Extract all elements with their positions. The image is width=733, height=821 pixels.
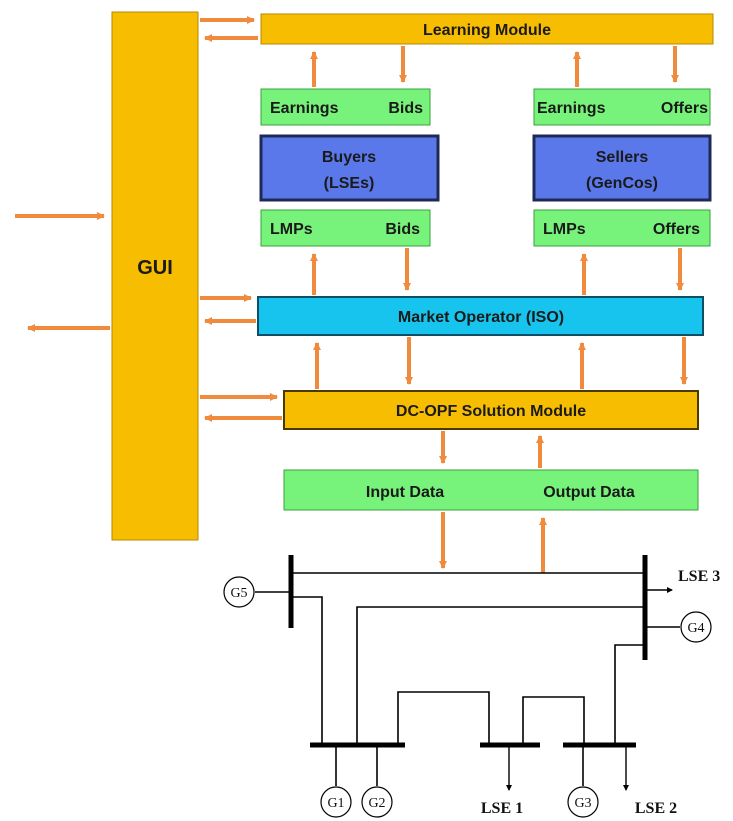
dcopf-box	[283, 390, 699, 430]
market-operator-box	[257, 296, 704, 336]
sellers-offers-top-label: Offers	[661, 100, 708, 117]
buyers-earnings-bids-box	[260, 88, 431, 126]
g5-label: G5	[230, 586, 247, 601]
lse3-label: LSE 3	[678, 568, 720, 585]
sellers-earnings-label: Earnings	[537, 100, 606, 117]
buyers-title-line2: (LSEs)	[324, 175, 375, 192]
sellers-title-line2: (GenCos)	[586, 175, 658, 192]
lse1-label: LSE 1	[481, 800, 523, 817]
buyers-lmps-bids-box	[260, 209, 431, 247]
g4-label: G4	[687, 621, 704, 636]
learning-module-box	[260, 13, 714, 45]
buyers-earnings-label: Earnings	[270, 100, 339, 117]
gui-label: GUI	[137, 257, 173, 279]
generators	[223, 576, 712, 818]
sellers-box	[532, 134, 712, 202]
g3-label: G3	[574, 796, 591, 811]
buyers-lmps-label: LMPs	[270, 221, 313, 238]
gui-box	[111, 11, 199, 541]
line-4-1	[356, 606, 645, 745]
output-data-label: Output Data	[543, 484, 635, 501]
dcopf-label: DC-OPF Solution Module	[396, 403, 586, 420]
data-box	[283, 469, 699, 511]
line-2-3	[522, 696, 585, 745]
buyers-title-line1: Buyers	[322, 149, 376, 166]
lse2-label: LSE 2	[635, 800, 677, 817]
sellers-offers-bottom-label: Offers	[653, 221, 700, 238]
g2-label: G2	[368, 796, 385, 811]
buyers-bids-bottom-label: Bids	[385, 221, 420, 238]
g5-circle	[223, 576, 255, 608]
market-operator-label: Market Operator (ISO)	[398, 309, 564, 326]
buyers-box	[259, 134, 440, 202]
g3-circle	[567, 786, 599, 818]
g1-label: G1	[327, 796, 344, 811]
line-4-3	[614, 644, 645, 745]
input-data-label: Input Data	[366, 484, 444, 501]
sellers-lmps-offers-box	[533, 209, 711, 247]
sellers-title-line1: Sellers	[596, 149, 649, 166]
sellers-lmps-label: LMPs	[543, 221, 586, 238]
g1-circle	[320, 786, 352, 818]
line-1-2	[397, 691, 490, 745]
arrows-group	[15, 16, 688, 573]
learning-module-label: Learning Module	[423, 22, 551, 39]
g4-circle	[680, 611, 712, 643]
sellers-earnings-offers-box	[533, 88, 711, 126]
g2-circle	[361, 786, 393, 818]
line-5-1	[291, 596, 323, 745]
buyers-bids-top-label: Bids	[388, 100, 423, 117]
power-grid	[255, 555, 680, 791]
